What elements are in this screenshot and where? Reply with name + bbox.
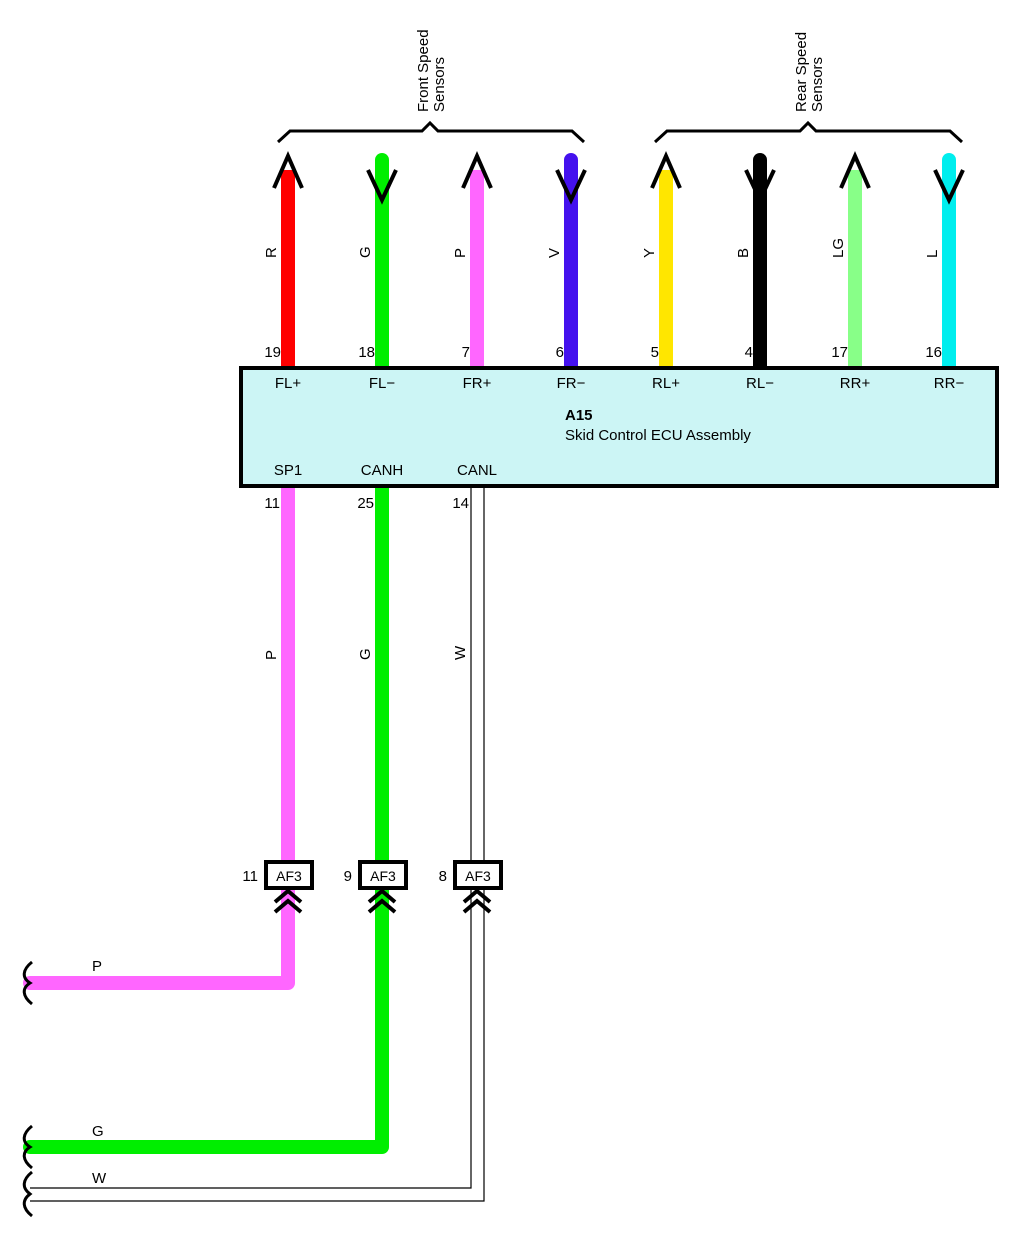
pin-number: 19 <box>264 344 281 361</box>
connector-pin: 11 <box>242 868 258 885</box>
top-wire-fl-plus: R 19 <box>263 151 304 366</box>
top-wire-rl-minus: B4 <box>735 153 776 373</box>
wire-color-label: P <box>452 248 469 258</box>
end-label-p: P <box>92 958 102 975</box>
pin-number: 5 <box>651 344 659 361</box>
pin-number: 4 <box>745 344 753 361</box>
connector-label: AF3 <box>465 868 491 884</box>
connector-box <box>264 860 314 890</box>
wire-color-label: V <box>546 248 563 258</box>
arrow-up-icon <box>650 151 682 189</box>
arrow-up-icon <box>272 151 304 189</box>
terminal-labels: FL+ FL− FR+ FR− RL+ RL− RR+ RR− SP1 CANH CANL <box>274 375 965 479</box>
connector-box <box>453 860 503 890</box>
wire-color-label: L <box>924 250 941 258</box>
pin-number: 16 <box>925 344 942 361</box>
terminal-label: CANH <box>361 462 404 479</box>
pin-number: 7 <box>462 344 470 361</box>
wire-color-label: G <box>357 648 374 660</box>
arrow-down-icon <box>744 169 776 205</box>
wire-outline <box>30 488 485 1202</box>
connector-box <box>358 860 408 890</box>
wire-line <box>23 481 295 990</box>
terminal-label: SP1 <box>274 462 302 479</box>
terminal-label: FL+ <box>275 375 302 392</box>
arrow-down-icon <box>555 169 587 205</box>
wire-break-symbols <box>22 960 33 1218</box>
connector-pin: 8 <box>439 868 447 885</box>
connector-pin: 9 <box>344 868 352 885</box>
wire-color-label: Y <box>641 248 658 258</box>
arrow-up-icon <box>461 151 493 189</box>
arrow-down-icon <box>933 169 965 205</box>
ecu-id: A15 <box>565 407 593 424</box>
top-wire-rl-plus: Y5 <box>641 151 682 366</box>
bottom-wire-canl: 14W <box>30 488 485 1202</box>
wire-break-g <box>22 1124 33 1170</box>
connectors: AF3 11 AF3 9 AF3 8 <box>242 860 503 914</box>
chevron-up-icon <box>273 888 303 904</box>
connector-label: AF3 <box>276 868 302 884</box>
terminal-label: RR− <box>934 375 965 392</box>
connector-label: AF3 <box>370 868 396 884</box>
pin-number: 11 <box>264 495 280 512</box>
chevron-up-icon <box>273 898 303 914</box>
connector-af3: AF3 9 <box>344 860 408 914</box>
chevron-up-icon <box>367 898 397 914</box>
wire-line <box>23 481 389 1154</box>
rear-group-label-line2: Sensors <box>809 57 826 112</box>
pin-number: 25 <box>357 495 374 512</box>
wire-color-label: LG <box>830 238 847 258</box>
front-group-label-line1: Front Speed <box>415 29 432 112</box>
bottom-wire-canh: 25G <box>23 481 389 1154</box>
connector-af3: AF3 11 <box>242 860 314 914</box>
bottom-wire-sp1: 11P <box>23 481 295 990</box>
wire-color-label: W <box>452 645 469 660</box>
ecu-name: Skid Control ECU Assembly <box>565 427 751 444</box>
end-label-g: G <box>92 1123 104 1140</box>
chevron-up-icon <box>462 888 492 904</box>
top-wire-rr-minus: L 16 <box>924 153 965 373</box>
ecu-box: A15 Skid Control ECU Assembly <box>239 366 999 488</box>
wire-color-label: P <box>263 650 280 660</box>
pin-number: 14 <box>452 495 469 512</box>
top-wire-rr-plus: LG 17 <box>830 151 871 366</box>
wire-outline <box>30 488 472 1189</box>
end-label-w: W <box>92 1170 107 1187</box>
terminal-label: RR+ <box>840 375 871 392</box>
arrow-up-icon <box>839 151 871 189</box>
arrow-down-icon <box>366 169 398 205</box>
terminal-label: RL+ <box>652 375 680 392</box>
chevron-up-icon <box>367 888 397 904</box>
wire-break-w <box>22 1170 33 1218</box>
wire-break-p <box>22 960 33 1006</box>
wire-color-label: B <box>735 248 752 258</box>
top-wire-fr-plus: P7 <box>452 151 493 366</box>
pin-number: 17 <box>831 344 848 361</box>
terminal-label: FL− <box>369 375 396 392</box>
pin-number: 18 <box>358 344 375 361</box>
wire-color-label: G <box>357 246 374 258</box>
rear-sensors-brace <box>653 120 964 144</box>
top-wire-fl-minus: G 18 <box>357 153 398 373</box>
terminal-label: RL− <box>746 375 774 392</box>
terminal-label: FR− <box>557 375 586 392</box>
terminal-label: CANL <box>457 462 497 479</box>
connector-af3: AF3 8 <box>439 860 503 914</box>
front-sensors-brace <box>276 120 586 144</box>
terminal-label: FR+ <box>463 375 492 392</box>
top-wire-fr-minus: V6 <box>546 153 587 373</box>
ecu-body <box>239 366 999 488</box>
wire-color-label: R <box>263 247 280 258</box>
pin-number: 6 <box>556 344 564 361</box>
chevron-up-icon <box>462 898 492 914</box>
rear-group-label-line1: Rear Speed <box>793 32 810 112</box>
front-group-label-line2: Sensors <box>431 57 448 112</box>
